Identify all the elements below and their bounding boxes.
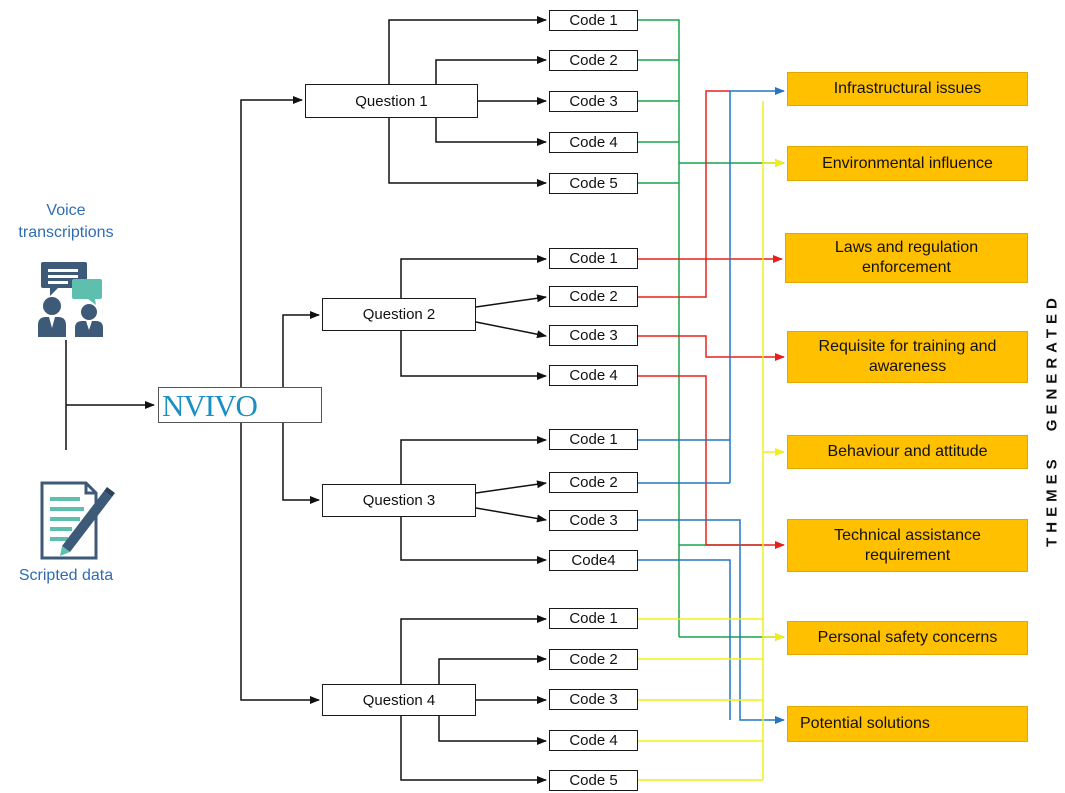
theme-environmental-influence: Environmental influence — [787, 146, 1028, 181]
theme-label: Behaviour and attitude — [827, 443, 988, 460]
q1-code-4: Code 4 — [549, 132, 638, 153]
code-label: Code 2 — [569, 651, 618, 668]
q1-code-3: Code 3 — [549, 91, 638, 112]
code-label: Code 2 — [569, 52, 618, 69]
question-label: Question 2 — [362, 306, 436, 323]
code-label: Code 1 — [569, 250, 618, 267]
code-label: Code 2 — [569, 474, 618, 491]
theme-personal-safety: Personal safety concerns — [787, 621, 1028, 655]
theme-label: Laws and regulation enforcement — [834, 239, 979, 276]
themes-generated-title: THEMES GENERATED — [1043, 293, 1061, 547]
q1-code-5: Code 5 — [549, 173, 638, 194]
theme-label: Environmental influence — [822, 154, 993, 172]
theme-infrastructural-issues: Infrastructural issues — [787, 72, 1028, 106]
theme-behaviour-and-attitude: Behaviour and attitude — [787, 435, 1028, 469]
voice-transcriptions-label: Voice transcriptions — [18, 202, 114, 241]
theme-label: Potential solutions — [800, 715, 930, 732]
blue-connectors — [638, 87, 785, 724]
q4-code-3: Code 3 — [549, 689, 638, 710]
question-label: Question 1 — [355, 92, 428, 110]
theme-laws-and-regulation: Laws and regulation enforcement — [785, 233, 1028, 283]
question-4-box: Question 4 — [322, 684, 476, 716]
q2-code-4: Code 4 — [549, 365, 638, 386]
scripted-data-icon — [40, 481, 115, 560]
code-label: Code 4 — [569, 134, 618, 151]
q4-code-1: Code 1 — [549, 608, 638, 629]
q2-code-2: Code 2 — [549, 286, 638, 307]
code-label: Code4 — [571, 552, 616, 569]
q3-code-1: Code 1 — [549, 429, 638, 450]
theme-label: Requisite for training and awareness — [818, 338, 997, 375]
code-label: Code 5 — [569, 772, 618, 789]
question-3-box: Question 3 — [322, 484, 476, 517]
question-label: Question 4 — [362, 691, 436, 709]
theme-label: Technical assistance requirement — [834, 526, 981, 564]
question-2-box: Question 2 — [322, 298, 476, 331]
black-connectors — [65, 16, 547, 784]
code-label: Code 3 — [569, 327, 618, 344]
question-label: Question 3 — [362, 492, 436, 509]
nvivo-label: NVIVO — [162, 387, 258, 423]
question-1-box: Question 1 — [305, 84, 478, 118]
code-label: Code 3 — [569, 512, 618, 529]
code-label: Code 1 — [569, 12, 618, 29]
theme-training-and-awareness: Requisite for training and awareness — [787, 331, 1028, 383]
q1-code-2: Code 2 — [549, 50, 638, 71]
yellow-connectors — [638, 101, 785, 781]
q3-code-2: Code 2 — [549, 472, 638, 493]
red-connectors — [638, 90, 785, 549]
theme-label: Personal safety concerns — [817, 629, 998, 646]
q2-code-1: Code 1 — [549, 248, 638, 269]
q4-code-4: Code 4 — [549, 730, 638, 751]
theme-potential-solutions: Potential solutions — [787, 706, 1028, 742]
q4-code-2: Code 2 — [549, 649, 638, 670]
code-label: Code 4 — [569, 367, 618, 384]
theme-label: Infrastructural issues — [833, 80, 982, 97]
code-label: Code 1 — [569, 610, 618, 627]
q3-code-3: Code 3 — [549, 510, 638, 531]
code-label: Code 1 — [569, 431, 618, 448]
code-label: Code 2 — [569, 288, 618, 305]
voice-transcription-icon — [38, 262, 103, 337]
code-label: Code 3 — [569, 93, 618, 110]
q1-code-1: Code 1 — [549, 10, 638, 31]
q2-code-3: Code 3 — [549, 325, 638, 346]
scripted-data-label: Scripted data — [18, 567, 114, 584]
code-label: Code 5 — [569, 175, 618, 192]
nvivo-box: NVIVO — [158, 387, 322, 423]
code-label: Code 3 — [569, 691, 618, 708]
q3-code-4: Code4 — [549, 550, 638, 571]
theme-technical-assistance: Technical assistance requirement — [787, 519, 1028, 572]
code-label: Code 4 — [569, 732, 618, 749]
q4-code-5: Code 5 — [549, 770, 638, 791]
